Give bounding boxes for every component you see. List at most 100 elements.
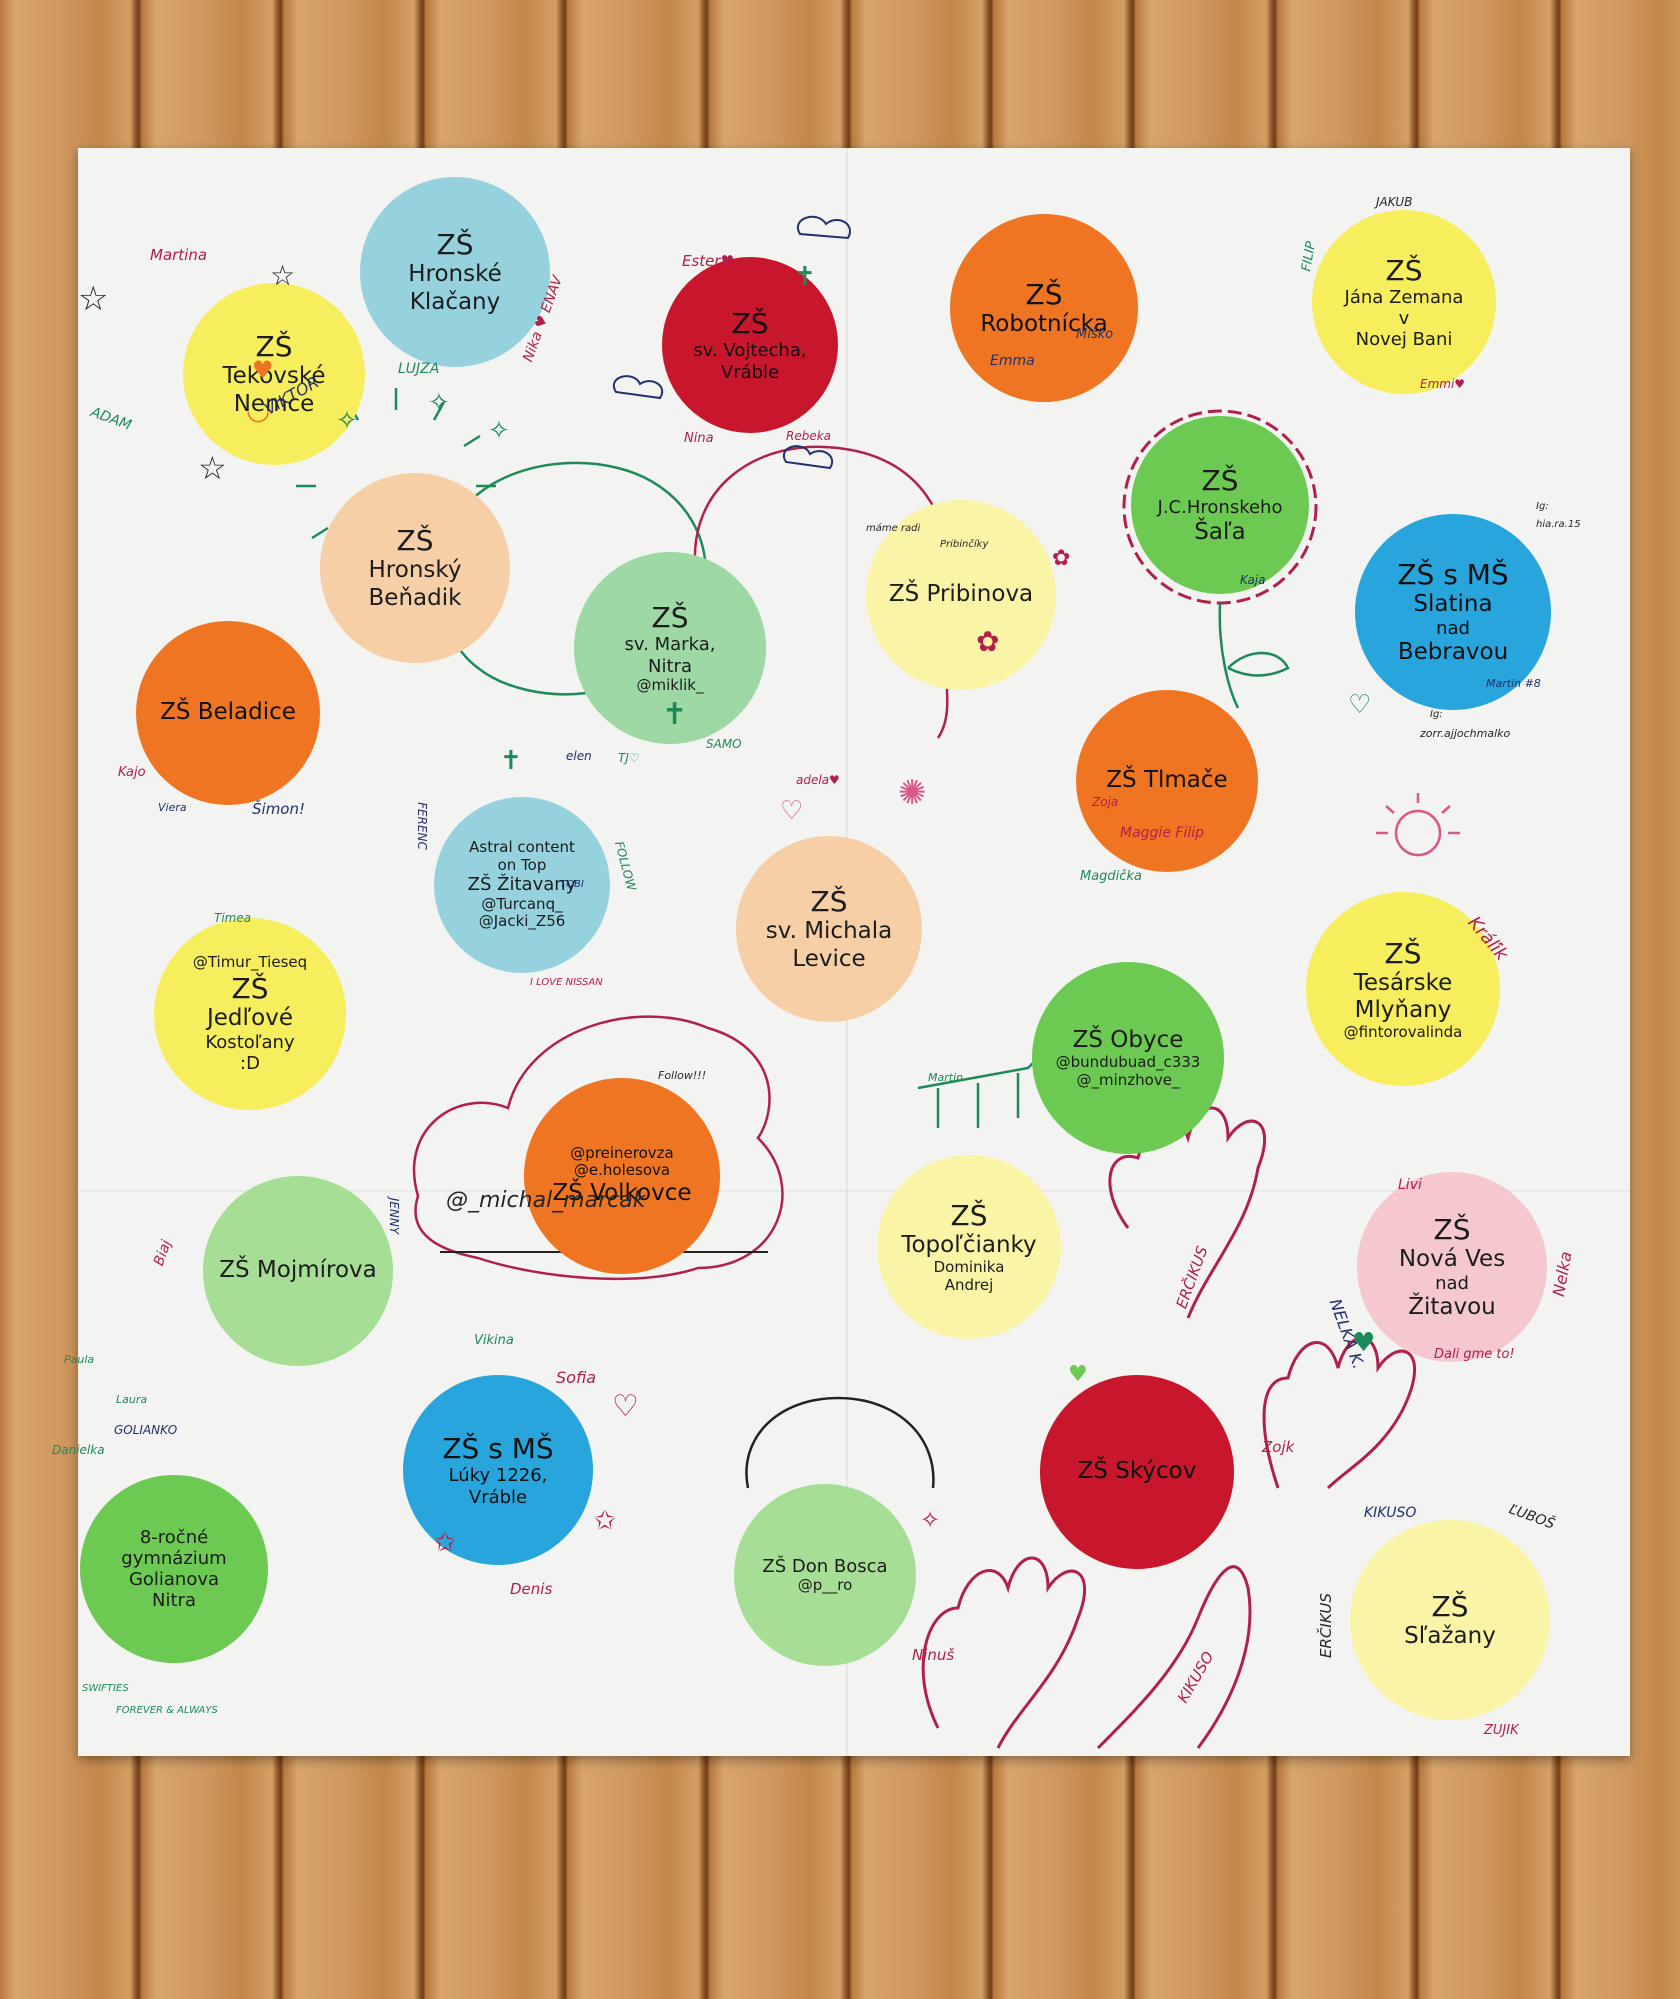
school-circle-don-bosca: ZŠ Don Bosca @p__ro [734,1484,916,1666]
school-circle-mojmirova: ZŠ Mojmírova [203,1176,393,1366]
signature-note: GOLIANKO [114,1423,178,1437]
circle-line: Žitavou [1408,1294,1496,1321]
signature-note: I LOVE NISSAN [530,977,603,988]
circle-line: sv. Marka, [624,634,716,656]
circle-line: @e.holesova [573,1161,671,1180]
signature-note: Ig: [1536,501,1549,512]
signature-note: Follow!!! [658,1069,707,1082]
circle-line: ZŠ s MŠ [1397,557,1509,591]
school-circle-pribinova: ZŠ Pribinova [866,500,1056,690]
circle-line: ZŠ [651,601,689,635]
signature-note: Zojk [1262,1438,1295,1456]
signature-note: Laura [116,1393,148,1406]
circle-line: Dominika [933,1258,1005,1277]
circle-line: Beňadik [368,584,462,611]
star-icon: ✩ [434,1528,456,1558]
signature-note: hia.ra.15 [1536,519,1581,530]
star-icon: ✧ [336,406,358,436]
circle-line: Jána Zemana [1344,286,1464,308]
circle-line: :D [240,1052,260,1074]
circle-line: @Turcanq_ [481,894,563,913]
star-icon: ✧ [428,388,450,418]
circle-line: @Jacki_Z56 [478,912,566,931]
signature-note: FERENC [414,802,429,850]
school-circle-sv-marka: ZŠ sv. Marka, Nitra @miklik_ [574,552,766,744]
school-circle-volkovce: @preinerovza @e.holesova ZŠ Volkovce [524,1078,720,1274]
signature-note: Ig: [1430,709,1443,720]
circle-line: sv. Vojtecha, [693,340,807,362]
school-circle-beladice: ZŠ Beladice [136,621,320,805]
circle-line: Slatina [1413,590,1493,617]
signature-note: Miško [1076,327,1114,342]
star-icon: ✧ [920,1506,941,1534]
school-circle-zitavany: Astral content on Top ZŠ Žitavany @Turca… [434,797,610,973]
signature-note: SAMO [706,737,742,751]
signature-note: Šimon! [252,800,305,818]
circle-line: ZŠ [731,307,769,341]
circle-line: ZŠ [1025,277,1063,311]
circle-line: ZŠ [1431,1589,1469,1623]
circle-line: Vráble [468,1486,528,1508]
signature-note: Emmi♥ [1420,377,1466,391]
circle-line: Astral content [469,838,575,856]
signature-note: Maggie Filip [1120,825,1204,841]
signature-note: Zoja [1092,795,1119,809]
don-bosca-outline-drawing [745,1396,935,1489]
circle-line: sv. Michala [765,918,893,945]
star-icon: ☆ [198,449,227,487]
circle-line: Nitra [152,1590,196,1612]
signature-note: Nina [684,431,714,446]
circle-line: @miklik_ [636,675,704,694]
signature-note: Kajo [118,765,146,780]
signature-note: @_michal_marcak [446,1188,646,1213]
signature-note: Magdička [1080,869,1142,884]
signature-note: TJ♡ [618,751,640,765]
cloud-drawing [796,215,851,240]
circle-line: @p__ro [797,1575,853,1594]
circle-line: @bundubuad_c333 [1055,1052,1201,1071]
signature-note: Kaja [1240,573,1266,587]
signature-note: elen [566,749,592,763]
school-circle-jana-zemana: ZŠ Jána Zemana v Novej Bani [1312,210,1496,394]
hand-drawing-4 [1096,1565,1252,1750]
cross-icon: ✝ [662,697,688,732]
signature-note: adela♥ [796,773,840,787]
circle-line: Sľažany [1404,1622,1496,1649]
school-circle-tekovske-nemce: ZŠ Tekovské Nemce [183,283,365,465]
heart-icon: ♡ [1348,690,1372,720]
school-circle-sv-vojtecha: ZŠ sv. Vojtecha, Vráble [662,257,838,433]
circle-line: Mlyňany [1354,996,1452,1023]
circle-line: Levice [792,945,866,972]
signature-note: máme radi [866,523,921,534]
school-circle-robotnicka: ZŠ Robotnícka [950,214,1138,402]
circle-line: Novej Bani [1355,329,1453,351]
heart-icon: ♡ [780,796,804,826]
circle-line: Topoľčianky [901,1232,1037,1259]
circle-line: ZŠ Skýcov [1077,1458,1197,1485]
circle-line: ZŠ Beladice [160,699,296,726]
circle-line: ZŠ Žitavany [467,874,577,896]
hand-drawing-2 [1262,1336,1417,1490]
circle-line: ZŠ s MŠ [442,1432,554,1466]
signature-note: JENNY [387,1197,402,1235]
signature-note: Ester♥ [682,252,735,270]
school-circle-hronsky-benadik: ZŠ Hronský Beňadik [320,473,510,663]
signature-note: Martin [928,1071,964,1084]
circle-line: ZŠ [1201,464,1239,498]
circle-line: Klačany [409,288,501,315]
circle-line: Jedľové [207,1004,293,1031]
circle-line: ZŠ [231,971,269,1005]
circle-line: Kostoľany [205,1031,295,1053]
animal-drawing [917,1047,1049,1128]
signature-note: Timea [214,911,252,925]
circle-line: 8-ročné [139,1526,209,1548]
signature-note: Dali gme to! [1434,1347,1515,1362]
hand-drawing-3 [921,1556,1087,1749]
circle-line: ZŠ [255,330,293,364]
cross-icon: ✝ [500,746,522,776]
school-circle-gymnazium-golianova: 8-ročné gymnázium Golianova Nitra [80,1475,268,1663]
cloud-drawing [612,375,663,400]
circle-line: ZŠ Mojmírova [219,1257,377,1284]
flower-stem-drawing [1218,603,1290,709]
school-circle-slatina-nad-bebravou: ZŠ s MŠ Slatina nad Bebravou [1355,514,1551,710]
